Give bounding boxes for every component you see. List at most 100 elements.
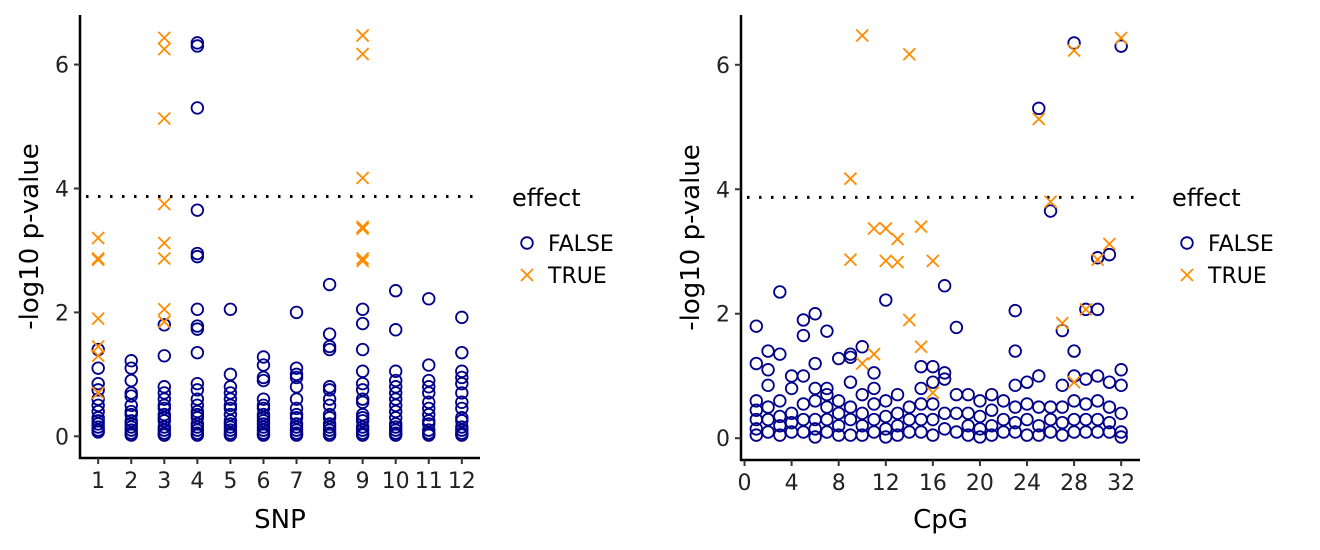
- point-false: [749, 319, 764, 333]
- point-false: [749, 403, 764, 417]
- point-false: [773, 409, 787, 424]
- x-axis-title: CpG: [913, 505, 968, 535]
- point-true: [867, 221, 881, 236]
- point-false: [256, 350, 271, 364]
- point-false: [422, 358, 436, 372]
- point-false: [773, 285, 787, 299]
- point-true: [926, 386, 940, 400]
- point-false: [996, 394, 1011, 408]
- point-false: [961, 406, 975, 421]
- y-axis-title: -log10 p-value: [676, 144, 706, 331]
- point-false: [773, 347, 787, 361]
- point-false: [879, 430, 893, 444]
- point-false: [996, 412, 1011, 427]
- point-false: [808, 394, 822, 408]
- point-false: [937, 406, 952, 421]
- point-false: [831, 419, 846, 433]
- point-true: [1032, 112, 1046, 126]
- y-tick-label: 0: [716, 427, 730, 452]
- point-false: [937, 366, 952, 380]
- legend-circle-icon: [1180, 236, 1194, 250]
- x-tick-label: 32: [1107, 471, 1135, 496]
- point-true: [902, 313, 916, 327]
- point-false: [843, 412, 858, 427]
- x-tick-label: 12: [872, 471, 900, 496]
- point-false: [855, 387, 869, 402]
- point-false: [961, 387, 975, 402]
- point-false: [914, 397, 928, 411]
- point-false: [355, 342, 370, 357]
- point-false: [1067, 412, 1081, 427]
- point-true: [1043, 195, 1058, 209]
- point-false: [1008, 303, 1022, 318]
- point-false: [749, 422, 764, 436]
- x-tick-label: 0: [738, 471, 752, 496]
- point-false: [389, 284, 403, 298]
- y-tick-label: 2: [55, 301, 69, 326]
- x-tick-label: 7: [290, 469, 304, 494]
- point-false: [890, 428, 905, 442]
- point-false: [961, 419, 975, 433]
- point-false: [808, 422, 822, 436]
- point-false: [190, 249, 205, 264]
- point-true: [91, 311, 105, 326]
- point-false: [124, 354, 138, 368]
- point-false: [761, 378, 775, 393]
- point-true: [1055, 316, 1069, 330]
- point-false: [91, 383, 105, 397]
- point-false: [256, 392, 271, 406]
- point-false: [761, 400, 775, 414]
- point-false: [190, 39, 205, 53]
- point-false: [1114, 378, 1128, 393]
- point-true: [890, 232, 905, 246]
- point-false: [808, 356, 822, 371]
- point-false: [1079, 412, 1093, 427]
- point-true: [157, 31, 171, 45]
- point-false: [124, 428, 138, 442]
- point-true: [157, 302, 171, 316]
- point-true: [1102, 237, 1117, 251]
- point-false: [937, 422, 952, 436]
- point-false: [808, 307, 822, 321]
- point-false: [355, 376, 370, 391]
- point-false: [1043, 425, 1058, 439]
- point-false: [761, 363, 775, 377]
- point-false: [879, 409, 893, 424]
- point-false: [1055, 323, 1070, 338]
- point-false: [289, 361, 304, 375]
- point-true: [91, 339, 105, 354]
- x-tick-label: 8: [323, 469, 337, 494]
- point-true: [890, 255, 905, 269]
- y-tick-label: 4: [55, 177, 69, 202]
- point-false: [820, 425, 834, 439]
- point-false: [1090, 369, 1105, 383]
- point-false: [879, 394, 893, 408]
- point-false: [455, 310, 469, 325]
- point-false: [902, 400, 917, 414]
- point-false: [749, 428, 764, 442]
- point-false: [808, 381, 822, 396]
- point-false: [796, 397, 811, 411]
- point-false: [855, 406, 869, 421]
- point-false: [749, 394, 764, 408]
- point-false: [1043, 412, 1058, 427]
- point-false: [157, 349, 171, 363]
- y-tick-label: 4: [716, 178, 730, 203]
- point-false: [190, 376, 205, 391]
- point-false: [355, 316, 370, 331]
- point-false: [973, 430, 987, 444]
- point-false: [973, 409, 987, 424]
- legend-title: effect: [512, 184, 581, 212]
- point-false: [1032, 428, 1046, 442]
- legend-label-true: TRUE: [547, 264, 607, 289]
- point-true: [926, 254, 940, 268]
- point-false: [389, 323, 403, 337]
- point-false: [890, 406, 905, 421]
- point-true: [1067, 375, 1081, 389]
- point-false: [355, 428, 370, 442]
- point-false: [937, 372, 952, 386]
- x-tick-label: 4: [785, 471, 799, 496]
- x-tick-label: 12: [448, 469, 476, 494]
